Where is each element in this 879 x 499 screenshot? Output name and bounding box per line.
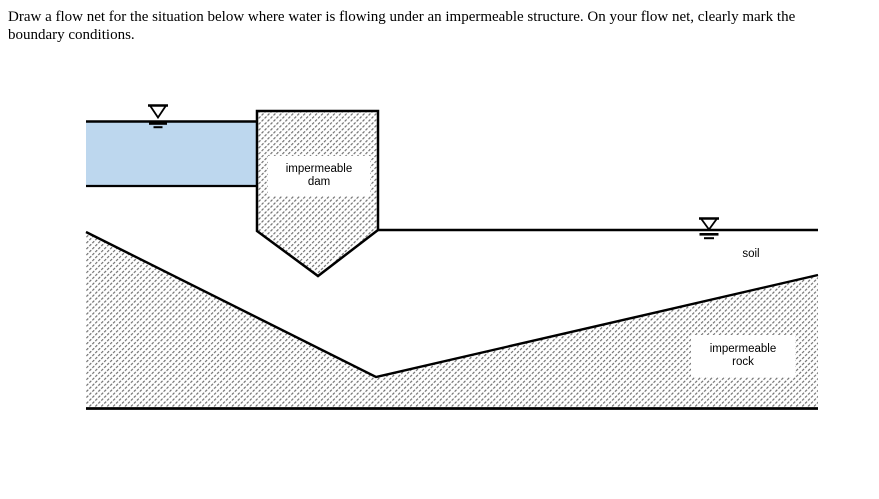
rock-label: impermeable rock (691, 335, 795, 377)
dam-label: impermeable dam (268, 156, 370, 196)
dam-label-line-2: dam (307, 176, 331, 188)
water-fill (86, 122, 257, 186)
water-table-icon-right (699, 217, 719, 240)
water-table-icon-left (148, 104, 168, 129)
instruction-line-1: Draw a flow net for the situation below … (8, 9, 796, 25)
soil-label: soil (742, 248, 760, 260)
reservoir-water-body (86, 120, 258, 188)
instruction-text: Draw a flow net for the situation below … (8, 8, 868, 44)
rock-label-line-1: impermeable (709, 343, 777, 355)
impermeable-rock-shape (85, 230, 819, 410)
dam-label-line-1: impermeable (285, 163, 353, 175)
instruction-line-2: boundary conditions. (8, 27, 135, 43)
rock-label-line-2: rock (732, 356, 754, 368)
